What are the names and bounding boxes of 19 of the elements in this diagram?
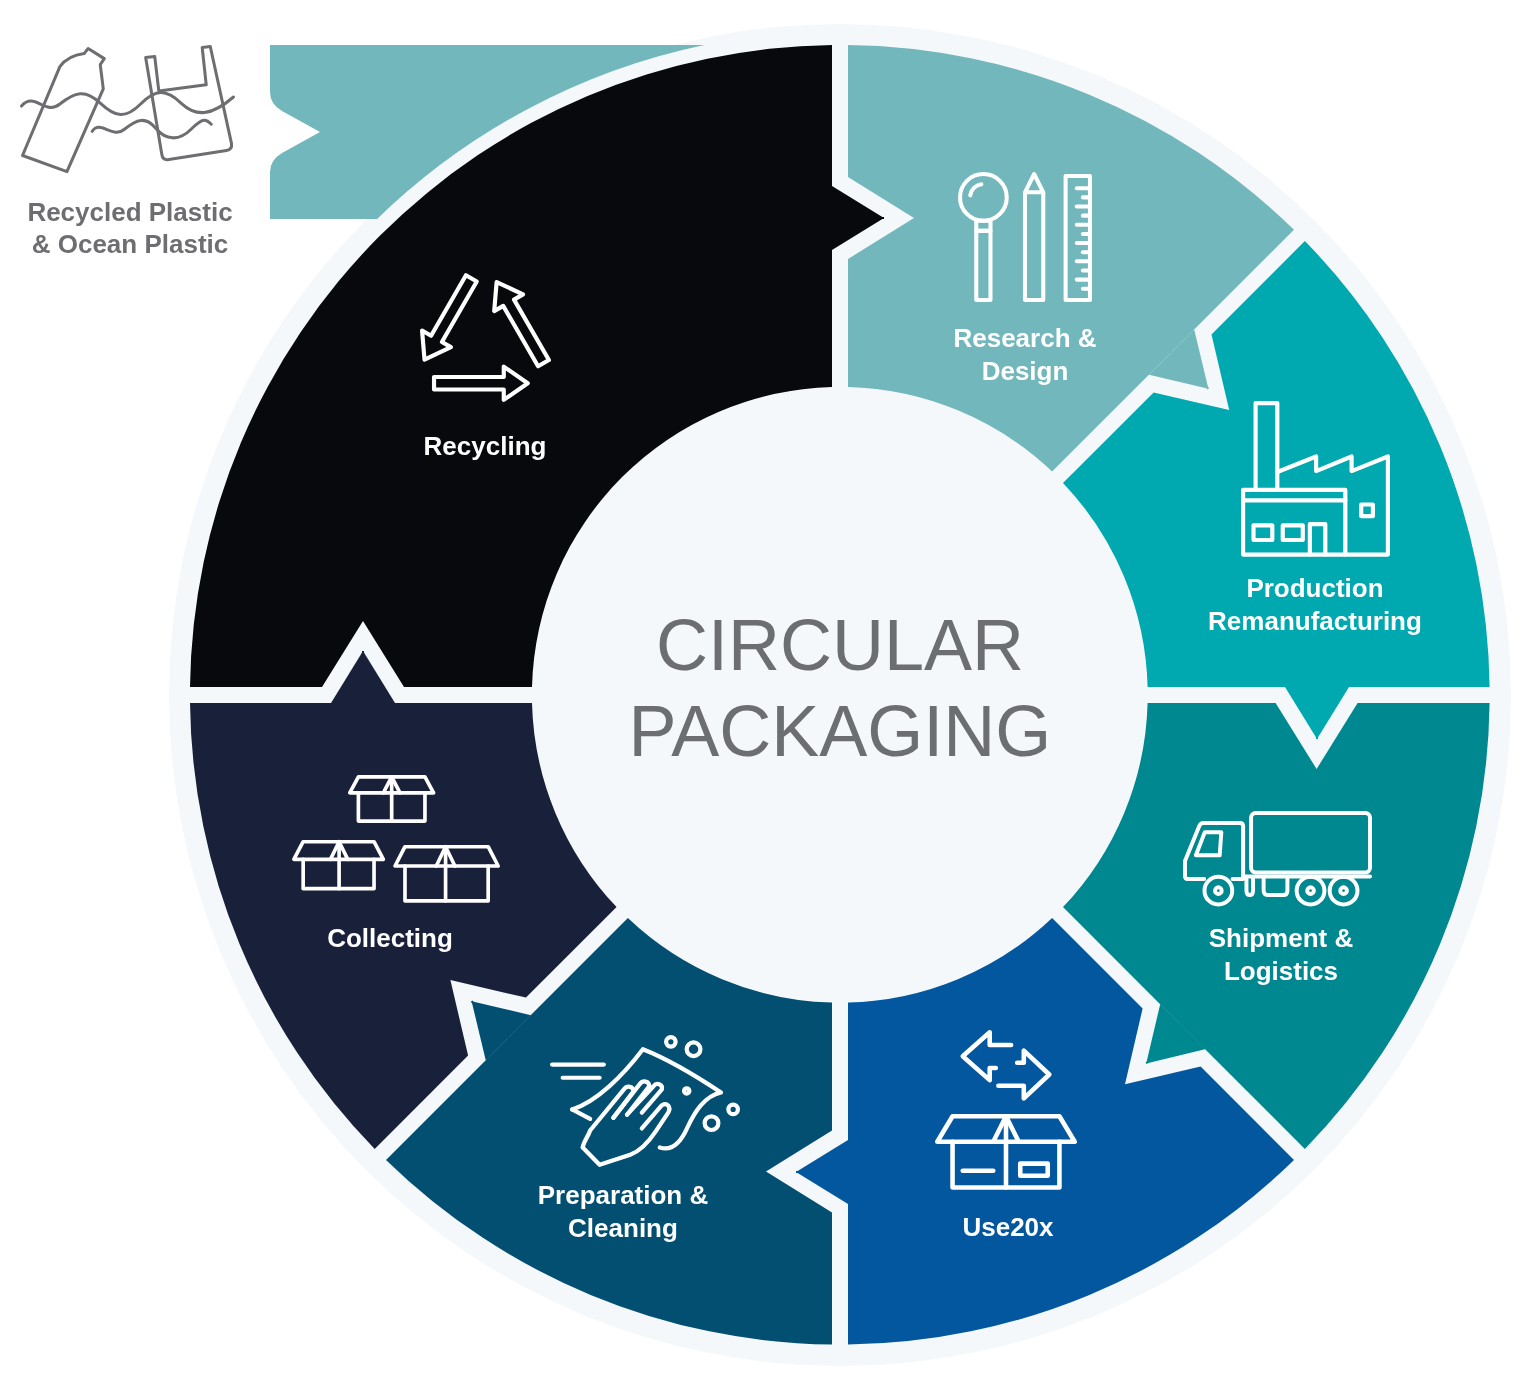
source-label: Recycled Plastic & Ocean Plastic xyxy=(26,196,234,260)
chevron-arrow xyxy=(1285,686,1349,740)
step-label: Collecting xyxy=(326,922,454,955)
chevron-arrow xyxy=(795,1140,849,1204)
step-label: Recycling xyxy=(422,430,548,463)
step-label: Research & Design xyxy=(952,322,1098,388)
chevron-arrow xyxy=(331,650,395,704)
center-title: CIRCULAR PACKAGING xyxy=(627,604,1053,773)
step-label: Production Remanufacturing xyxy=(1207,572,1423,638)
cycle-segment xyxy=(848,45,1294,472)
chevron-arrow xyxy=(831,186,885,250)
cycle-segment xyxy=(190,703,617,1149)
chevron-arrow xyxy=(470,1000,531,1061)
step-label: Shipment & Logistics xyxy=(1207,922,1355,988)
step-label: Use20x xyxy=(961,1211,1055,1244)
chevron-arrow xyxy=(1149,329,1210,390)
cycle-segment xyxy=(1063,703,1490,1149)
step-label: Preparation & Cleaning xyxy=(536,1179,710,1245)
chevron-arrow xyxy=(1145,1004,1206,1065)
